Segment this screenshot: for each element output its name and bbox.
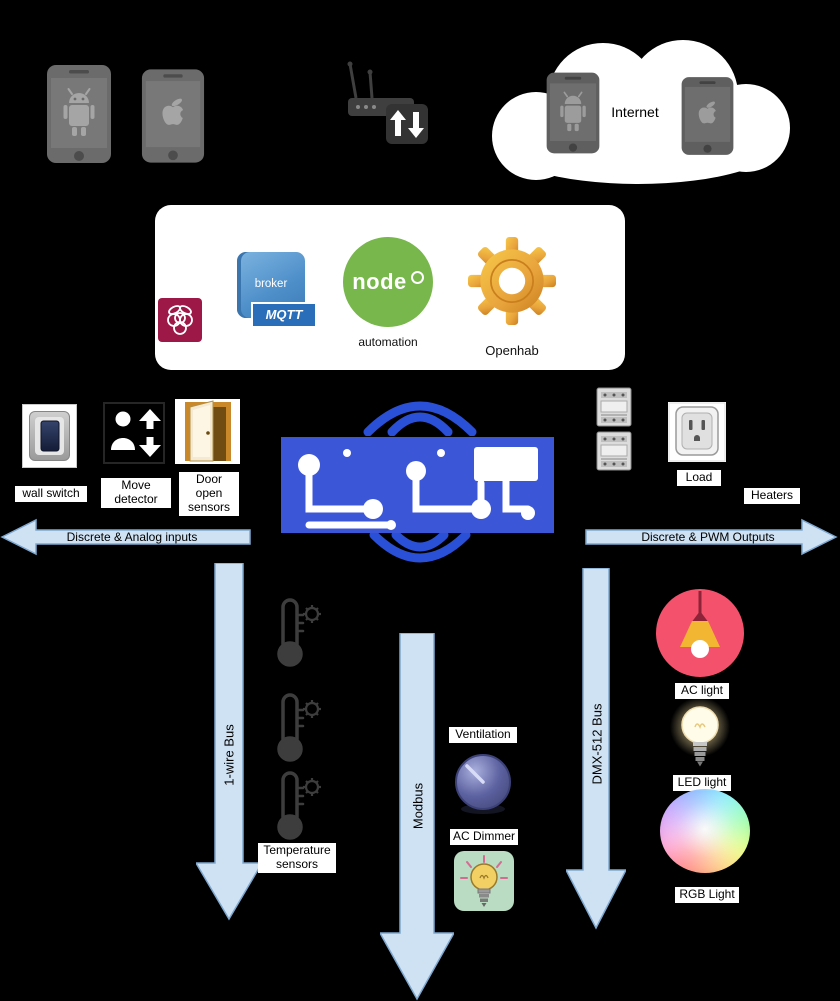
outputs-arrow-label: Discrete & PWM Outputs <box>641 530 775 544</box>
ventilation-knob-icon <box>455 754 511 814</box>
raspberry-pi-logo <box>158 298 202 342</box>
dmx-arrow <box>566 568 626 930</box>
rgb-light-label: RGB Light <box>675 887 739 903</box>
server-box: broker MQTT node automation <box>155 205 625 370</box>
outputs-arrow <box>585 518 838 556</box>
one-wire-label: 1-wire Bus <box>221 724 237 786</box>
thermometer-icon <box>277 771 321 840</box>
move-detector-label: Move detector <box>101 478 171 508</box>
automation-label: automation <box>358 335 418 349</box>
move-detector-icon <box>103 402 165 464</box>
wall-switch-label: wall switch <box>15 486 87 502</box>
door-sensor-icon <box>175 399 240 464</box>
modbus-arrow <box>380 633 454 1001</box>
ac-light-label: AC light <box>675 683 729 699</box>
inputs-arrow <box>0 518 251 556</box>
iphone-icon <box>681 77 734 155</box>
mqtt-label: MQTT <box>251 302 317 328</box>
inputs-arrow-label: Discrete & Analog inputs <box>66 530 198 544</box>
dmx-label: DMX-512 Bus <box>589 703 605 785</box>
pcb-board <box>281 437 554 533</box>
android-phone-icon <box>546 72 600 154</box>
ventilation-label: Ventilation <box>449 727 517 743</box>
openhab-gear-icon <box>468 237 556 325</box>
temperature-label: Temperature sensors <box>258 843 336 873</box>
android-phone-icon <box>47 65 111 163</box>
modbus-label: Modbus <box>410 782 426 830</box>
led-light-label: LED light <box>673 775 731 791</box>
door-sensor-label: Door open sensors <box>179 472 239 516</box>
broker-label: broker <box>254 278 288 290</box>
node-icon: node <box>343 237 433 327</box>
node-registered-icon <box>410 270 424 284</box>
ac-dimmer-label: AC Dimmer <box>450 829 518 845</box>
wifi-top-icon <box>363 401 477 436</box>
heaters-label: Heaters <box>744 488 800 504</box>
din-relay-icon <box>596 387 632 471</box>
rgb-light-icon <box>660 789 750 873</box>
openhab-label: Openhab <box>485 343 539 358</box>
thermometer-icon <box>277 598 321 667</box>
load-label: Load <box>677 470 721 486</box>
node-label: node <box>352 269 407 294</box>
wall-switch-icon <box>22 404 77 468</box>
led-light-icon <box>670 697 730 767</box>
wifi-bottom-icon <box>369 533 471 563</box>
thermometer-icon <box>277 693 321 762</box>
iphone-icon <box>141 69 205 163</box>
ac-light-icon <box>656 589 744 677</box>
internet-label: Internet <box>611 104 659 120</box>
router-icon <box>347 61 428 144</box>
one-wire-arrow <box>196 563 262 921</box>
ac-dimmer-icon <box>454 851 514 911</box>
load-outlet-icon <box>668 402 726 462</box>
